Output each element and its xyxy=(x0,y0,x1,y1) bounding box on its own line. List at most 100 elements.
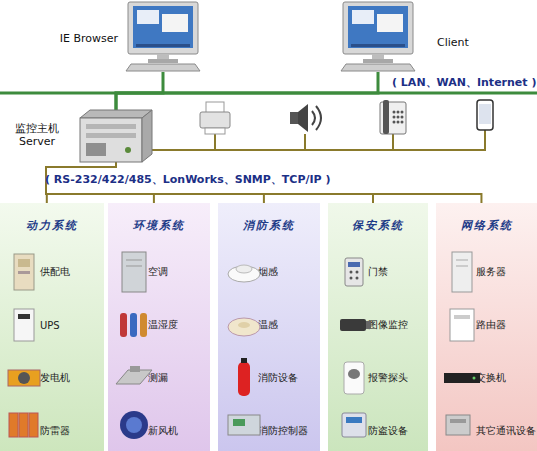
panel-title: 环境系统 xyxy=(108,218,210,233)
power-cabinet-icon-part xyxy=(18,271,30,274)
bus-protocol-label: ( RS-232/422/485、LonWorks、SNMP、TCP/IP ) xyxy=(45,172,331,187)
device-item: 温湿度 xyxy=(108,305,210,345)
air-conditioner-icon xyxy=(122,252,146,292)
device-label: 门禁 xyxy=(368,265,388,279)
telephone-icon-part xyxy=(397,111,400,114)
telephone-icon-part xyxy=(393,121,396,124)
computer-node: Client xyxy=(337,2,419,72)
server-rack-icon xyxy=(80,110,152,162)
device-label: 消防控制器 xyxy=(258,424,308,438)
fresh-air-fan-icon xyxy=(120,411,148,439)
comm-device-icon-part xyxy=(450,419,466,423)
device-label: UPS xyxy=(40,320,60,331)
ups-icon-part xyxy=(14,309,34,341)
panel-title: 网络系统 xyxy=(436,218,537,233)
thermo-hygrometer-icon-part xyxy=(120,313,127,337)
device-label: 供配电 xyxy=(40,265,70,279)
fire-extinguisher-icon xyxy=(238,358,250,396)
comm-device-icon-part xyxy=(446,415,470,435)
telephone-icon-part xyxy=(380,102,406,134)
generator-icon-part xyxy=(8,370,40,386)
server-tower-icon xyxy=(452,252,472,292)
comm-device-icon xyxy=(446,415,470,435)
device-item: 发电机 xyxy=(0,358,104,398)
speaker-icon-part xyxy=(298,104,308,132)
heat-detector-icon-part xyxy=(238,322,250,328)
router-icon-part xyxy=(450,309,474,341)
computer-icon-part xyxy=(128,2,198,54)
fire-extinguisher-icon-part xyxy=(238,362,250,396)
printer-icon xyxy=(200,102,230,134)
computer-node: IE Browser xyxy=(122,2,204,72)
speaker-icon-part xyxy=(290,112,298,124)
bus-connector xyxy=(116,72,163,110)
heat-detector-icon-part xyxy=(228,318,260,336)
server-rack-icon-part xyxy=(80,118,142,162)
device-item: 防雷器 xyxy=(0,411,104,451)
computer-icon xyxy=(341,2,415,71)
peripheral-bus xyxy=(152,130,486,150)
bus-connector xyxy=(46,162,481,203)
device-item: 新风机 xyxy=(108,411,210,451)
telephone-icon xyxy=(380,100,406,134)
device-item: 测漏 xyxy=(108,358,210,398)
mobile-phone-icon xyxy=(477,100,493,130)
speaker-icon xyxy=(290,104,321,132)
server-node: 监控主机 Server xyxy=(80,110,152,162)
device-item: 服务器 xyxy=(436,252,537,292)
device-label: 其它通讯设备 xyxy=(476,424,536,438)
camera-icon-part xyxy=(340,319,366,331)
computer-icon-part xyxy=(363,59,393,63)
fresh-air-fan-icon-part xyxy=(126,417,142,433)
camera-icon-part xyxy=(366,321,371,329)
air-conditioner-icon-part xyxy=(122,252,146,292)
surge-protector-icon-part xyxy=(9,413,18,437)
fire-extinguisher-icon-part xyxy=(241,358,247,363)
leak-detector-icon-part xyxy=(130,366,140,372)
device-item: 图像监控 xyxy=(328,305,428,345)
device-label: 防雷器 xyxy=(40,424,70,438)
server-rack-icon-part xyxy=(80,110,152,118)
computer-icon-part xyxy=(126,64,200,71)
generator-icon-part xyxy=(18,372,30,384)
alarm-detector-icon xyxy=(344,362,364,394)
access-control-icon-part xyxy=(350,271,353,274)
switch-icon xyxy=(444,373,480,383)
peripheral-bus-part xyxy=(484,130,486,150)
surge-protector-icon-part xyxy=(29,413,38,437)
speaker-icon-part xyxy=(312,111,315,125)
surge-protector-icon xyxy=(9,413,38,437)
device-label: 发电机 xyxy=(40,371,70,385)
ups-icon-part xyxy=(18,314,30,319)
computer-icon-part xyxy=(157,54,169,60)
thermo-hygrometer-icon-part xyxy=(140,313,147,337)
panel-title: 消防系统 xyxy=(218,218,320,233)
router-icon-part xyxy=(454,315,470,319)
access-control-icon-part xyxy=(350,277,353,280)
computer-icon-part xyxy=(372,54,384,60)
device-label: 报警探头 xyxy=(368,371,408,385)
smoke-detector-icon-part xyxy=(228,266,260,282)
network-bus xyxy=(0,92,537,95)
fresh-air-fan-icon-part xyxy=(120,411,148,439)
bus-connector xyxy=(46,162,373,203)
device-item: 防盗设备 xyxy=(328,411,428,451)
anti-theft-icon-part xyxy=(342,413,366,437)
telephone-icon-part xyxy=(393,111,396,114)
access-control-icon-part xyxy=(345,258,363,286)
device-item: 温感 xyxy=(218,305,320,345)
device-label: 消防设备 xyxy=(258,371,298,385)
fire-controller-icon-part xyxy=(228,415,260,435)
computer-icon-part xyxy=(348,6,408,48)
smoke-detector-icon xyxy=(228,265,260,282)
fire-controller-icon xyxy=(228,415,260,435)
printer-icon-part xyxy=(200,112,230,128)
thermo-hygrometer-icon-part xyxy=(130,313,137,337)
device-label: 温湿度 xyxy=(148,318,178,332)
mobile-phone-icon-part xyxy=(477,100,493,130)
server-tower-icon-part xyxy=(456,266,468,267)
fire-controller-icon-part xyxy=(233,419,245,426)
device-label: 防盗设备 xyxy=(368,424,408,438)
